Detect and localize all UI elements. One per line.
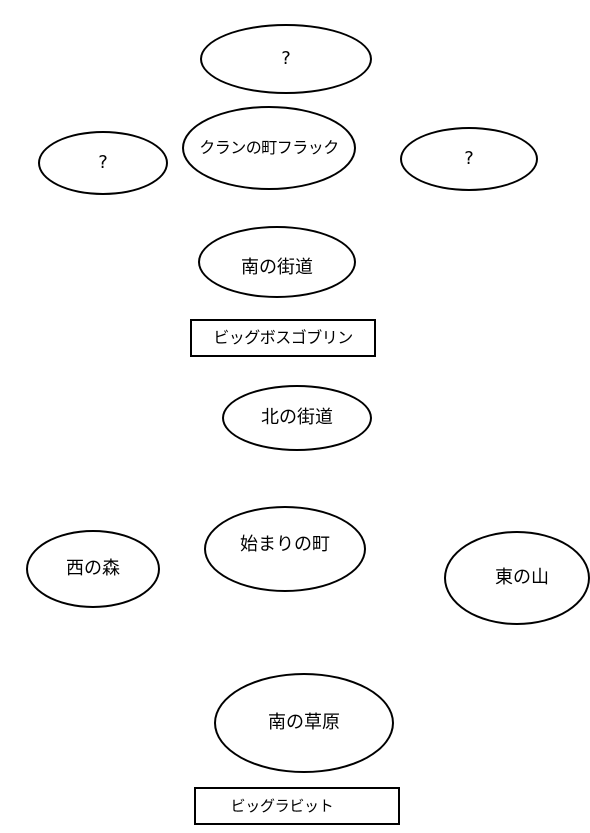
unknown-area-east: ? (400, 127, 538, 191)
boss-big-boss-goblin-box: ビッグボスゴブリン (190, 319, 376, 357)
north-road-node: 北の街道 (222, 385, 372, 451)
clan-town-flak-node: クランの町フラック (182, 106, 356, 190)
boss-big-rabbit-label: ビッグラビット (230, 796, 334, 815)
unknown-area-east-label: ? (464, 148, 474, 169)
west-forest-node: 西の森 (26, 530, 160, 608)
south-road-label: 南の街道 (241, 257, 313, 278)
unknown-area-west: ? (38, 131, 168, 195)
south-grassland-node: 南の草原 (214, 673, 394, 773)
starting-town-label: 始まりの町 (240, 534, 330, 555)
east-mountain-node: 東の山 (444, 531, 590, 625)
unknown-area-north-label: ? (281, 48, 291, 69)
starting-town-node: 始まりの町 (204, 506, 366, 592)
south-road-node: 南の街道 (198, 226, 356, 298)
unknown-area-west-label: ? (98, 152, 108, 173)
clan-town-flak-label: クランの町フラック (199, 138, 339, 157)
boss-big-boss-goblin-label: ビッグボスゴブリン (213, 328, 353, 347)
west-forest-label: 西の森 (66, 558, 120, 579)
east-mountain-label: 東の山 (495, 567, 549, 588)
boss-big-rabbit-box: ビッグラビット (194, 787, 400, 825)
unknown-area-north: ? (200, 24, 372, 94)
south-grassland-label: 南の草原 (268, 712, 340, 733)
north-road-label: 北の街道 (261, 407, 333, 428)
